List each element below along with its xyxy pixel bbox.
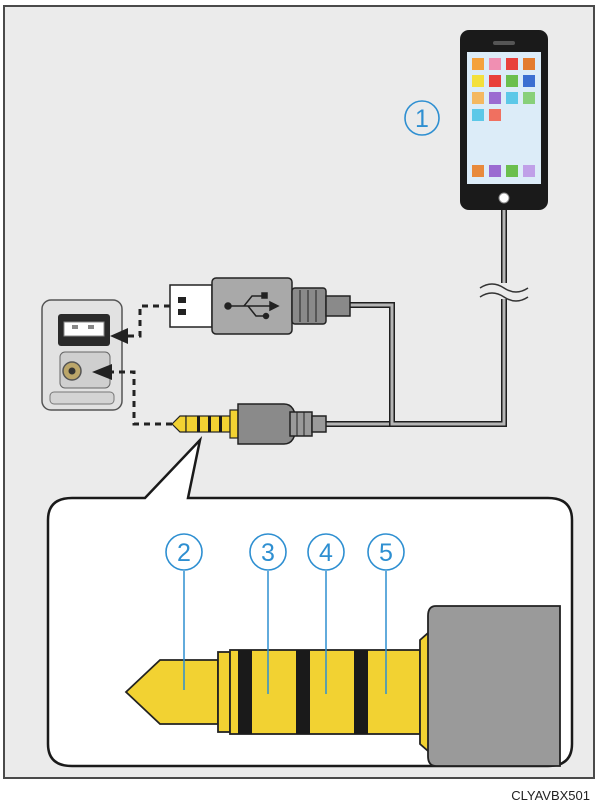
cable-break-mask xyxy=(482,283,526,299)
mini-audio-plug xyxy=(171,403,327,445)
plug-insulator-band xyxy=(296,650,310,734)
smartphone xyxy=(460,30,548,210)
usb-plug xyxy=(169,277,351,335)
arrow-to-aux-port xyxy=(92,364,112,380)
callout-3-label: 3 xyxy=(261,539,275,567)
callout-4-label: 4 xyxy=(319,539,333,567)
callout-4-ring xyxy=(307,533,345,571)
insertion-guides xyxy=(110,304,172,426)
plug-insulator-band xyxy=(354,650,368,734)
callout-2: 2 xyxy=(165,533,203,690)
large-audio-plug xyxy=(124,605,561,767)
callout-2-ring xyxy=(165,533,203,571)
callout-5-label: 5 xyxy=(379,539,393,567)
usb-strain-relief xyxy=(291,287,327,325)
plug-insulator-band xyxy=(238,650,252,734)
callout-1-label: 1 xyxy=(415,105,429,133)
figure-code: CLYAVBX501 xyxy=(511,788,590,803)
arrow-to-usb-port xyxy=(110,328,128,344)
callout-1: 1 xyxy=(404,100,440,136)
phone-cable xyxy=(325,210,529,427)
callout-5: 5 xyxy=(367,533,405,694)
usb-trident-icon xyxy=(224,292,280,320)
smartphone-speaker xyxy=(493,41,515,45)
plug-collar xyxy=(217,651,231,733)
app-icon-grid xyxy=(472,58,535,177)
plug-body xyxy=(427,605,561,767)
cable-break-mark xyxy=(479,283,529,293)
mini-plug-housing xyxy=(237,403,297,445)
callout-1-ring xyxy=(404,100,440,136)
cable-break-mark xyxy=(479,292,529,302)
callout-4: 4 xyxy=(307,533,345,694)
callout-2-label: 2 xyxy=(177,539,191,567)
callout-3: 3 xyxy=(249,533,287,694)
callout-3-ring xyxy=(249,533,287,571)
vehicle-port-panel xyxy=(41,299,123,411)
usb-plug-tip xyxy=(169,284,213,328)
callout-5-ring xyxy=(367,533,405,571)
home-button xyxy=(498,192,510,204)
usb-cable xyxy=(350,302,470,427)
plug-sleeve xyxy=(229,649,421,735)
